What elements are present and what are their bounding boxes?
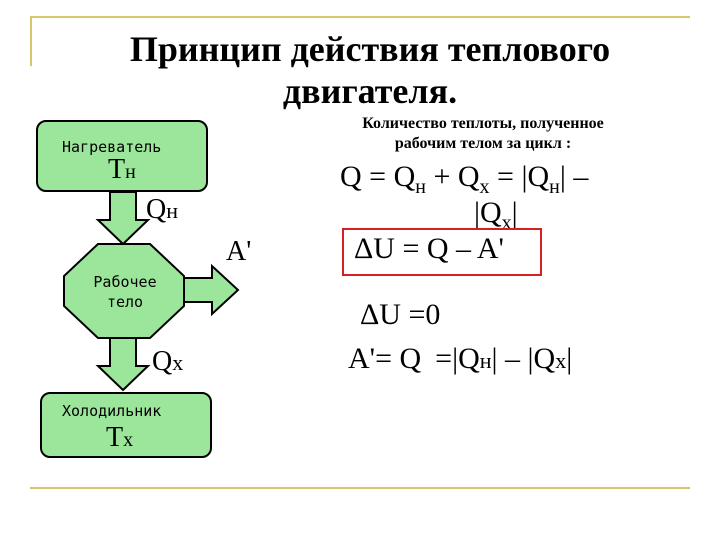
cooler-temperature: Tх [106,422,133,454]
title-line-1: Принцип действия теплового [129,29,611,69]
heat-in-subscript: н [166,198,179,223]
heat-caption: Количество теплоты, полученное рабочим т… [318,114,648,154]
q2-tail: | [511,196,518,229]
work-label: A' [226,236,252,267]
heat-in-symbol: Q [146,194,167,225]
q2-sub: х [501,212,512,234]
caption-line-1: Количество теплоты, полученное [362,115,604,132]
working-body-octagon [63,243,185,339]
work-rhs-b: | – |Q [491,342,556,375]
heat-out-symbol: Q [152,346,173,377]
title-line-2: двигателя. [282,71,458,111]
q-sub-2: х [479,176,490,198]
heat-in-arrow [95,191,151,246]
q-plus: + Q [425,160,480,193]
work-rhs-a: =|Q [435,342,480,375]
heat-out-subscript: х [172,350,184,375]
working-body-label: Рабочее тело [80,272,170,312]
work-arrow [179,263,240,317]
heater-box [36,120,208,192]
cooler-temp-subscript: х [123,429,134,451]
q-sub-3: н [549,176,560,198]
frame-left-line [30,16,32,66]
work-rhs-b-sub: х [555,348,567,373]
heat-out-arrow [95,337,151,392]
heater-temperature: Tн [108,154,136,186]
working-body-label-line-1: Рабочее [93,273,157,291]
heater-label: Нагреватель [62,138,162,156]
q-main: Q = Q [340,160,416,193]
q-sub-1: н [415,176,426,198]
heater-temp-symbol: T [108,154,126,185]
heat-in-label: Qн [146,194,178,226]
slide-title: Принцип действия теплового двигателя. [70,28,670,112]
work-rhs-a-sub: н [479,348,492,373]
q-eq: = |Q [489,160,550,193]
work-rhs-c: | [566,342,573,375]
working-body-label-line-2: тело [106,293,144,311]
heat-out-label: Qх [152,346,183,378]
frame-bottom-line [30,487,690,489]
q2-main: |Q [474,196,502,229]
frame-top-line [30,16,690,18]
caption-line-2: рабочим телом за цикл : [394,135,572,152]
cooler-temp-symbol: T [106,422,124,453]
internal-energy-zero: ΔU =0 [360,298,441,331]
q-tail: | – [559,160,589,193]
heat-formula-line-1: Q = Qн + Qх = |Qн| – [340,160,588,199]
work-formula: A'= Q =|Qн| – |Qх| [348,342,572,376]
first-law-highlight-box [342,228,542,276]
cooler-label: Холодильник [62,402,162,420]
heater-temp-subscript: н [125,161,136,183]
work-lhs: A'= Q [348,342,422,375]
heat-formula-line-2: |Qх| [474,196,518,235]
first-law-formula: ΔU = Q – A' [354,232,504,265]
cooler-box [40,392,212,458]
